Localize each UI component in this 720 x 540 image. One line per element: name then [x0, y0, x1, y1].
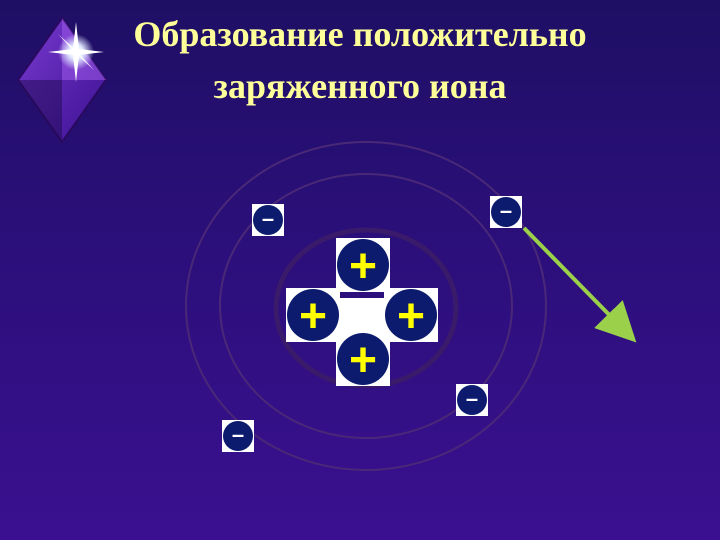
electron-upper-right-sign: – [500, 198, 512, 223]
nucleus-center [340, 298, 388, 332]
proton-right: + [384, 288, 438, 343]
star-diamond-icon [16, 16, 108, 144]
proton-right-sign: + [397, 290, 425, 343]
electron-upper-left: – [252, 204, 284, 236]
electron-upper-right: – [490, 196, 522, 228]
title-line-2: заряженного иона [213, 66, 507, 106]
electron-upper-left-sign: – [262, 206, 274, 231]
electron-lower-right-sign: – [466, 386, 478, 411]
proton-bottom-sign: + [349, 334, 377, 387]
orbit-outer [185, 141, 547, 471]
proton-left: + [286, 288, 340, 343]
proton-left-sign: + [299, 290, 327, 343]
electron-lower-right: – [456, 384, 488, 416]
electron-lower-left: – [222, 420, 254, 452]
slide-title: Образование положительно заряженного ион… [0, 8, 720, 112]
nucleus: + + + + [286, 238, 438, 387]
electron-departure-arrow [522, 226, 637, 343]
electron-lower-left-sign: – [232, 422, 244, 447]
proton-bottom: + [336, 332, 390, 387]
proton-top: + [336, 238, 390, 293]
proton-top-sign: + [349, 240, 377, 293]
title-line-1: Образование положительно [133, 14, 587, 54]
orbit-middle [219, 173, 513, 439]
